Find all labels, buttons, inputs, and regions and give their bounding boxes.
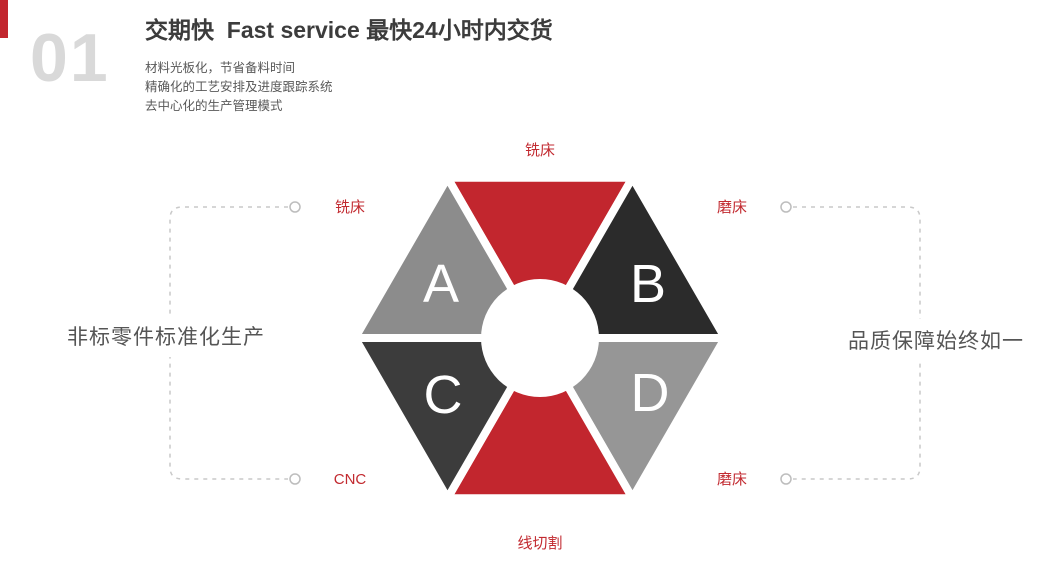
- left-connector-line: [169, 206, 288, 480]
- connector-node: [289, 473, 301, 485]
- page-title: 交期快 Fast service 最快24小时内交货: [145, 17, 553, 43]
- segment-letter-c: C: [424, 365, 463, 425]
- side-statement-right: 品质保障始终如一: [838, 319, 1034, 361]
- side-statement-left: 非标零件标准化生产: [48, 315, 284, 357]
- connector-node: [780, 473, 792, 485]
- label-left-milling: 铣床: [334, 199, 365, 216]
- bullet-line: 精确化的工艺安排及进度跟踪系统: [145, 79, 333, 94]
- label-right-grinding: 磨床: [716, 199, 747, 216]
- section-number: 01: [30, 20, 110, 96]
- label-bottom-wirecut: 线切割: [517, 535, 563, 552]
- segment-letter-a: A: [423, 254, 459, 314]
- label-left-cnc: CNC: [333, 471, 367, 488]
- label-right-grinding-bottom: 磨床: [716, 471, 747, 488]
- segment-letter-d: D: [631, 363, 670, 423]
- accent-corner-bar: [0, 0, 8, 38]
- segment-top-left: [351, 173, 544, 342]
- bullet-list: 材料光板化，节省备料时间 精确化的工艺安排及进度跟踪系统 去中心化的生产管理模式: [145, 59, 553, 116]
- bullet-line: 材料光板化，节省备料时间: [145, 60, 296, 75]
- right-connector-line: [793, 206, 921, 480]
- connector-node: [780, 201, 792, 213]
- center-hub: [481, 279, 599, 397]
- bullet-line: 去中心化的生产管理模式: [145, 98, 283, 113]
- connector-node: [289, 201, 301, 213]
- label-top-milling: 铣床: [524, 142, 555, 159]
- header: 交期快 Fast service 最快24小时内交货 材料光板化，节省备料时间 …: [145, 16, 553, 116]
- segment-letter-b: B: [630, 254, 666, 314]
